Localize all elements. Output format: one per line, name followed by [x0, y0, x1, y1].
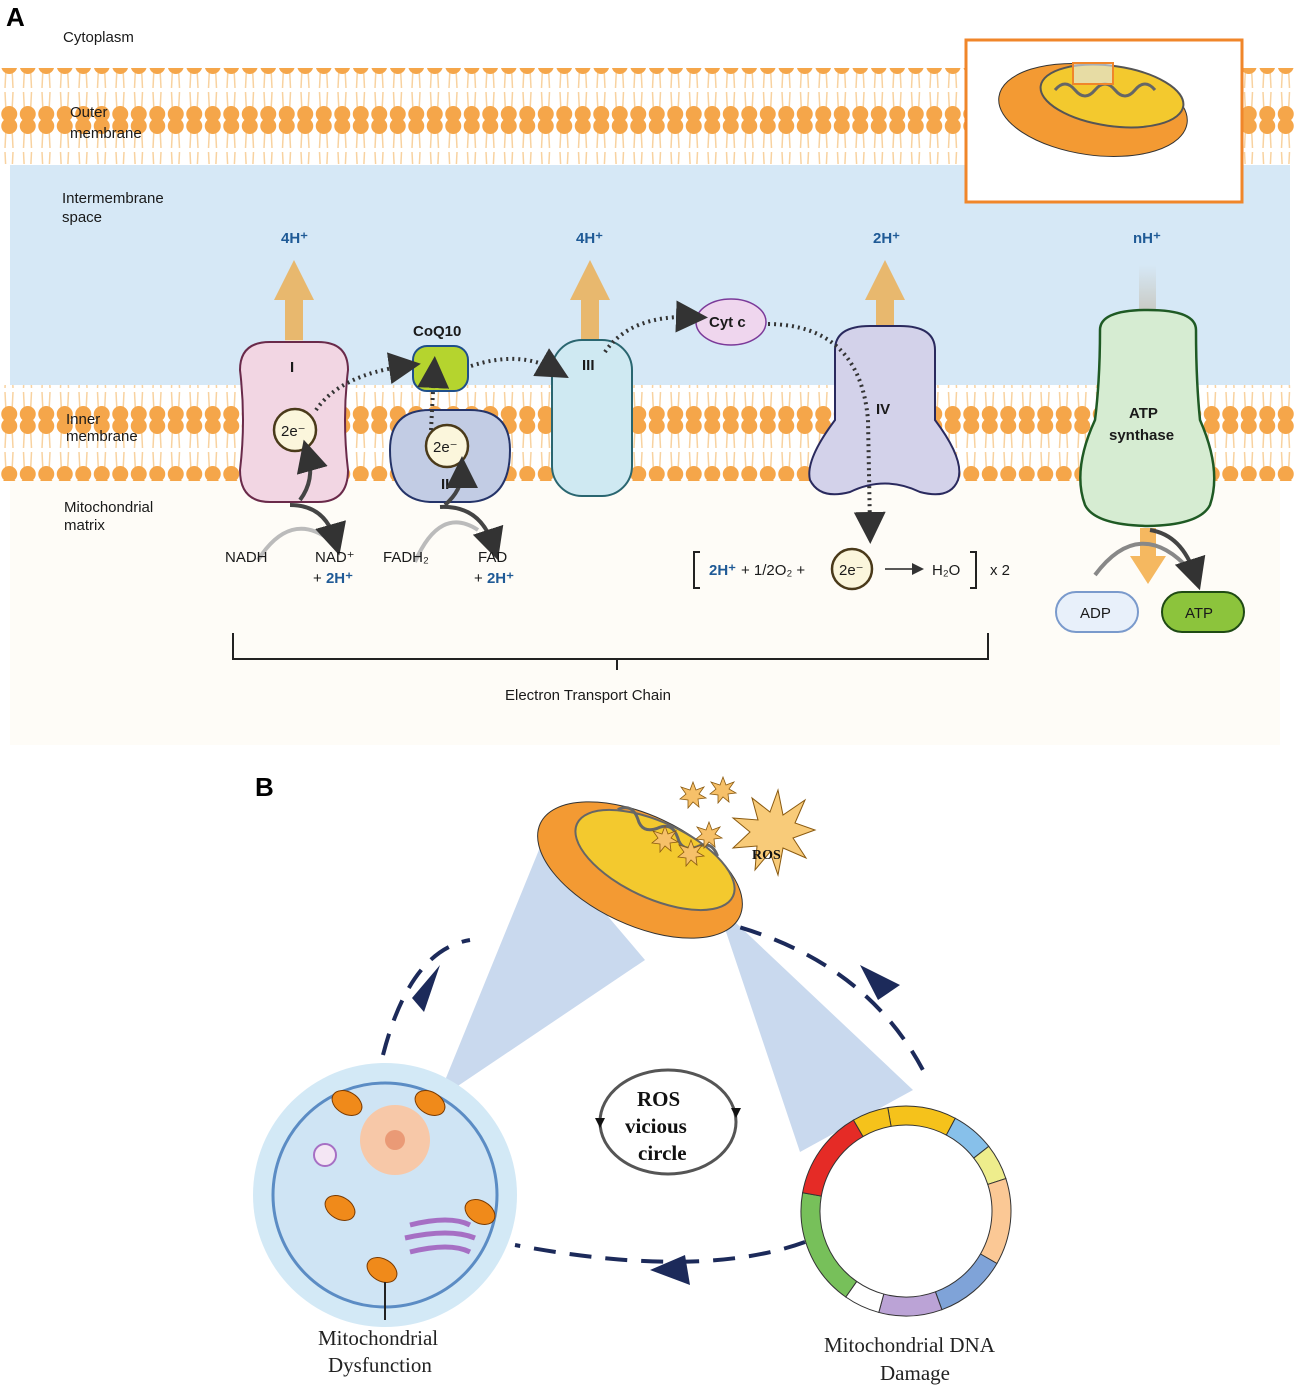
nad-protons: + 2H⁺ [313, 570, 353, 587]
coq10-label: CoQ10 [413, 323, 461, 340]
center-label-2: vicious [625, 1114, 687, 1138]
cycle-arrow-up-icon [595, 1118, 605, 1128]
complex-ii: 2e⁻ II [388, 409, 512, 563]
ros-particle [651, 824, 680, 854]
matrix-label-2: matrix [64, 517, 105, 534]
cell-mitochondria [324, 1090, 496, 1283]
cell-label-2: Dysfunction [328, 1353, 432, 1377]
inner-membrane-label-2: membrane [66, 428, 138, 445]
vesicle [313, 1143, 337, 1167]
reaction-multiplier: x 2 [990, 562, 1010, 579]
complex-ii-label: II [441, 476, 449, 493]
cell-label-1: Mitochondrial [318, 1326, 438, 1350]
cycle-arrow-3 [650, 1255, 690, 1285]
atp-synthase-label-1: ATP [1129, 405, 1158, 422]
dna-segment [934, 1253, 998, 1311]
dna-segment [887, 1105, 956, 1136]
proton-label-atp: nH⁺ [1133, 230, 1161, 247]
electron-reaction [830, 547, 874, 591]
dna-segment [878, 1291, 943, 1317]
proton-label-c1: 4H⁺ [281, 230, 308, 247]
matrix-label-1: Mitochondrial [64, 499, 153, 516]
panel-a: A Cytoplasm Outer membrane Intermembrane… [0, 2, 1295, 704]
atp-pill: ATP [1161, 591, 1245, 633]
outer-membrane-label-2: membrane [70, 125, 142, 142]
nadh-label: NADH [225, 549, 268, 566]
proton-label-c3: 4H⁺ [576, 230, 603, 247]
cycle-arrow-2 [860, 965, 900, 1000]
panel-b-label: B [255, 772, 274, 802]
dna-segment [852, 1107, 892, 1138]
fadh2-label: FADH₂ [383, 549, 429, 566]
complex-iii: III [551, 339, 633, 497]
mitochondrion-inset [964, 38, 1244, 204]
etc-bracket [232, 633, 989, 670]
fad-label: FAD [478, 549, 507, 566]
inner-membrane [0, 385, 1295, 481]
center-label-3: circle [638, 1141, 687, 1165]
cell-illustration [253, 1063, 517, 1327]
water-reaction: 2H⁺ + 1/2O₂ + 2e⁻ H₂O x 2 [693, 547, 1010, 591]
mitochondrion-ros: ROS [537, 775, 817, 939]
complex-iv: IV [808, 325, 961, 496]
electron-flow-paths [314, 300, 886, 544]
golgi [404, 1217, 476, 1255]
center-label-1: ROS [637, 1087, 680, 1111]
proton-label-c4: 2H⁺ [873, 230, 900, 247]
ros-burst-label: ROS [752, 848, 781, 863]
dna-label-1: Mitochondrial DNA [824, 1333, 996, 1357]
ros-particle [679, 780, 708, 810]
complex-i: I 2e⁻ [238, 341, 350, 562]
ros-particle [709, 775, 738, 805]
zoom-cone-dna [717, 905, 913, 1152]
nad-label: NAD⁺ [315, 549, 355, 566]
complex-i-label: I [290, 359, 294, 376]
dna-segment [979, 1177, 1012, 1265]
outer-membrane-label-1: Outer [70, 104, 108, 121]
reaction-protons: 2H⁺ [709, 562, 736, 579]
ros-particle [695, 820, 724, 850]
atp-synthase-label-2: synthase [1109, 427, 1174, 444]
ims-label-1: Intermembrane [62, 190, 164, 207]
ros-vicious-circle: ROS vicious circle [595, 1068, 741, 1176]
panel-a-label: A [6, 2, 25, 32]
atp-label: ATP [1185, 605, 1213, 622]
ros-particle [677, 838, 706, 868]
electron-c1-label: 2e⁻ [281, 423, 306, 440]
panel-b: B ROS [253, 772, 1012, 1385]
reaction-product: H₂O [932, 562, 960, 579]
cycle-arrow-down-icon [731, 1108, 741, 1118]
ros-burst [731, 788, 817, 877]
complex-iii-label: III [582, 357, 595, 374]
cytc-label: Cyt c [709, 314, 746, 331]
coq10: CoQ10 [412, 323, 469, 392]
dna-label-2: Damage [880, 1361, 950, 1385]
electron-c2-label: 2e⁻ [433, 439, 458, 456]
cytoplasm-label: Cytoplasm [63, 29, 134, 46]
inner-membrane-label-1: Inner [66, 411, 100, 428]
cycle-arrow-1 [412, 965, 440, 1012]
etc-label: Electron Transport Chain [505, 687, 671, 704]
electron-reaction-label: 2e⁻ [839, 562, 864, 579]
adp-pill: ADP [1055, 591, 1139, 633]
atp-synthase: ATP synthase [1079, 308, 1216, 591]
cytochrome-c: Cyt c [695, 298, 767, 346]
dna-segment [800, 1192, 858, 1298]
adp-label: ADP [1080, 605, 1111, 622]
reaction-oxygen: + 1/2O₂ + [741, 562, 805, 579]
fad-protons: + 2H⁺ [474, 570, 514, 587]
complex-iv-label: IV [876, 401, 890, 418]
mtdna-ring [800, 1105, 1012, 1317]
ims-label-2: space [62, 209, 102, 226]
